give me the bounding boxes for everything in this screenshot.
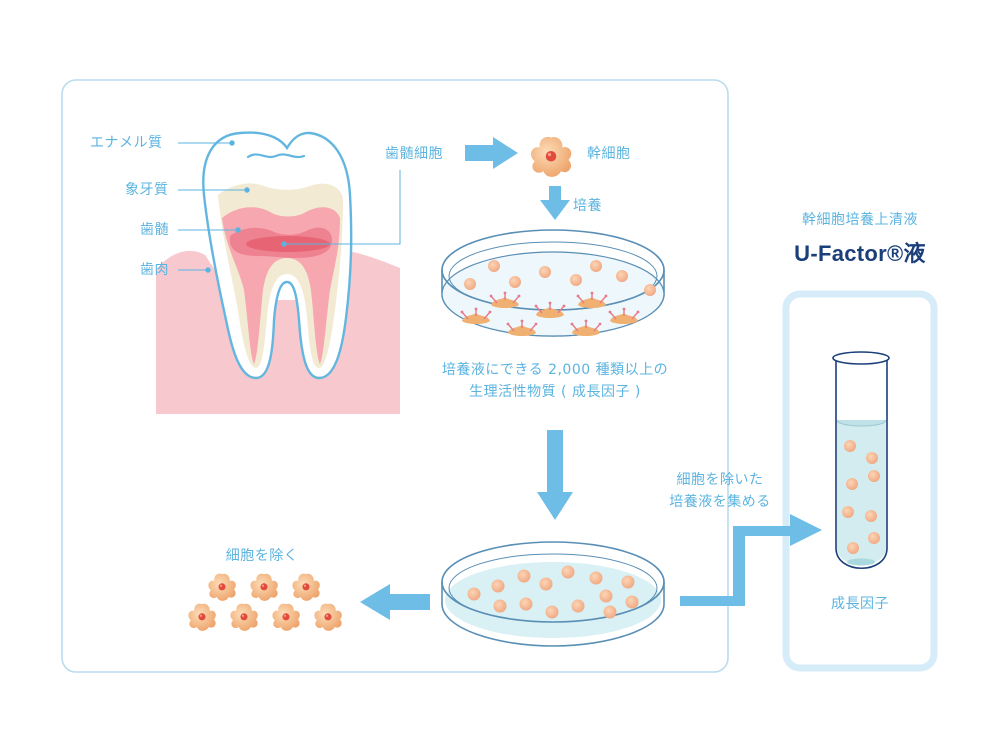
arrow-to-culture <box>540 186 570 220</box>
product-name: U-Factor®液 <box>794 241 926 266</box>
arrow-to-filtered-dish <box>537 430 573 520</box>
tooth-illustration <box>156 131 401 414</box>
enamel-groove <box>246 153 306 159</box>
arrow-to-test-tube <box>680 514 822 606</box>
product-subtitle: 幹細胞培養上清液 <box>802 212 918 228</box>
tube-growth-factor-dots <box>842 440 880 554</box>
flow-arrows <box>360 137 822 620</box>
arrow-to-removed-cells <box>360 584 430 620</box>
filtered-dish <box>441 541 665 647</box>
label-stem-cells: 幹細胞 <box>587 146 631 162</box>
arrow-to-stem-cells <box>465 137 518 169</box>
label-pulp-cells: 歯髄細胞 <box>385 146 443 162</box>
culture-dish <box>441 229 665 337</box>
label-collect-2: 培養液を集める <box>669 494 771 510</box>
label-enamel: エナメル質 <box>90 135 163 151</box>
label-remove-cells: 細胞を除く <box>225 548 299 564</box>
growth-factor-dots <box>467 565 639 619</box>
label-gum: 歯肉 <box>140 262 169 278</box>
label-culture: 培養 <box>573 198 602 214</box>
label-collect-1: 細胞を除いた <box>676 472 764 488</box>
label-culture-result-2: 生理活性物質 ( 成長因子 ) <box>469 384 641 400</box>
floating-factor-dots <box>464 260 656 296</box>
label-dentin: 象牙質 <box>125 182 169 198</box>
label-tube-growth-factor: 成長因子 <box>831 596 889 612</box>
label-pulp: 歯髄 <box>140 222 169 238</box>
label-culture-result-1: 培養液にできる 2,000 種類以上の <box>441 362 669 378</box>
test-tube <box>832 351 890 569</box>
